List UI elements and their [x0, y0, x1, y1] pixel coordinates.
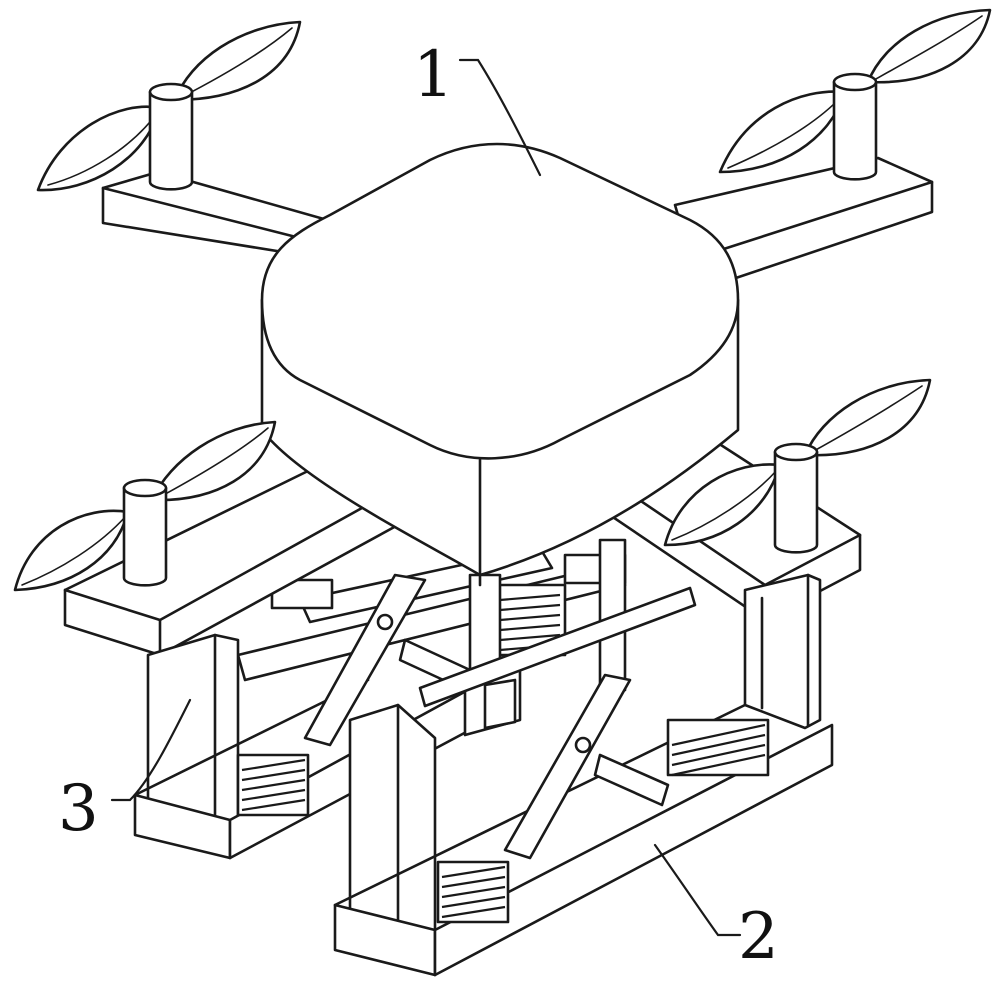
propeller-icon — [36, 20, 302, 192]
callout-landing-frame: 2 — [653, 843, 779, 974]
label-body: 1 — [413, 38, 454, 112]
spring-icon — [436, 860, 510, 924]
callout-leg: 3 — [58, 698, 192, 846]
label-leg: 3 — [58, 772, 99, 846]
right-scissor-link — [418, 586, 697, 860]
right-leg — [743, 573, 822, 730]
spring-icon — [666, 718, 770, 777]
back-left-motor — [148, 82, 194, 191]
spring-icon — [236, 753, 310, 817]
callout-body: 1 — [413, 38, 542, 177]
propeller-icon — [663, 378, 932, 547]
propeller-icon — [718, 8, 992, 174]
front-left-motor — [122, 478, 168, 587]
propeller-icon — [13, 420, 277, 592]
back-right-motor — [832, 72, 878, 181]
drone-body — [260, 142, 740, 587]
label-landing-frame: 2 — [738, 900, 779, 974]
front-right-motor — [773, 442, 819, 554]
